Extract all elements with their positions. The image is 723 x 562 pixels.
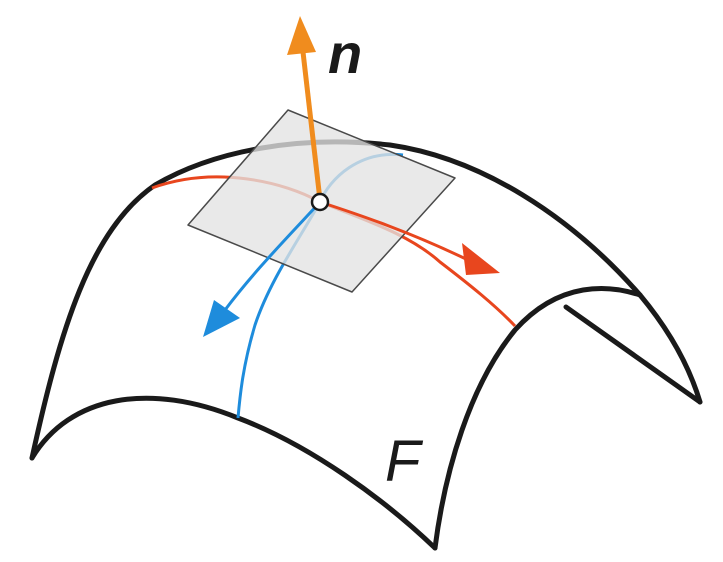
surface-right-flap [563, 304, 703, 405]
blue-tangent-vector [223, 200, 322, 311]
normal-arrowhead [287, 16, 316, 55]
surface-back-edge [29, 139, 703, 461]
blue-tangent-arrowhead [203, 300, 240, 337]
surface-label: F [385, 429, 424, 494]
tangent-point [310, 192, 330, 212]
red-tangent-vector [319, 200, 469, 262]
surface-front-left-edge [29, 395, 438, 551]
normal-vector [300, 51, 323, 201]
surface-right-arch [432, 286, 643, 551]
red-tangent-arrowhead [462, 243, 500, 275]
normal-label: n [328, 22, 362, 85]
